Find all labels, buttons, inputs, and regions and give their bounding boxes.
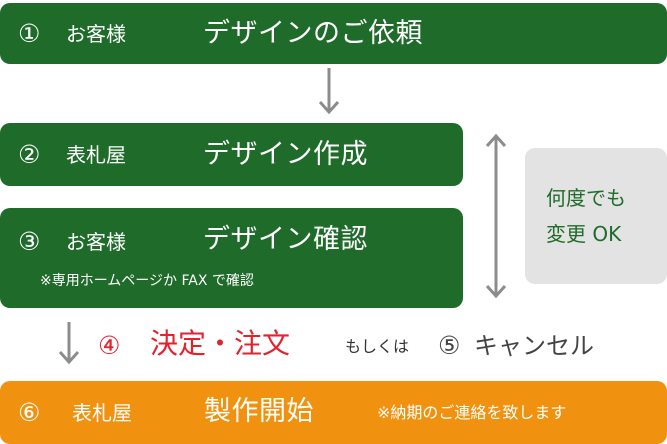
step-6-number: ⑥ <box>18 398 41 427</box>
step-2-number: ② <box>18 140 41 169</box>
double-arrow-icon <box>485 133 507 299</box>
decision-number: ④ <box>98 331 121 360</box>
step-6-note: ※納期のご連絡を致します <box>377 403 567 422</box>
step-1-action: デザインのご依頼 <box>203 18 423 49</box>
step-2-box: ② 表札屋 デザイン作成 <box>0 123 463 186</box>
step-3-action: デザイン確認 <box>203 224 368 255</box>
arrow-down-icon <box>58 322 80 365</box>
step-1-actor: お客様 <box>66 22 126 46</box>
cancel-number: ⑤ <box>438 331 461 360</box>
arrow-down-icon <box>318 68 340 115</box>
step-3-note: ※専用ホームページか FAX で確認 <box>40 273 254 289</box>
side-note-line-2: 変更 OK <box>546 222 622 246</box>
step-3-number: ③ <box>18 227 41 256</box>
step-6-box: ⑥ 表札屋 製作開始 ※納期のご連絡を致します <box>0 381 667 444</box>
step-2-action: デザイン作成 <box>203 139 368 170</box>
step-3-box: ③ お客様 デザイン確認 ※専用ホームページか FAX で確認 <box>0 208 463 308</box>
step-3-actor: お客様 <box>66 230 126 254</box>
decision-label: 決定・注文 <box>150 327 291 360</box>
side-note-line-1: 何度でも <box>546 186 626 210</box>
step-2-actor: 表札屋 <box>66 143 126 167</box>
cancel-label: キャンセル <box>474 332 594 360</box>
step-1-number: ① <box>18 19 41 48</box>
step-6-action: 製作開始 <box>204 396 314 427</box>
step-1-box: ① お客様 デザインのご依頼 <box>0 3 667 64</box>
decision-connector: もしくは <box>345 337 410 356</box>
side-note-box: 何度でも 変更 OK <box>525 148 667 284</box>
step-6-actor: 表札屋 <box>72 401 132 425</box>
